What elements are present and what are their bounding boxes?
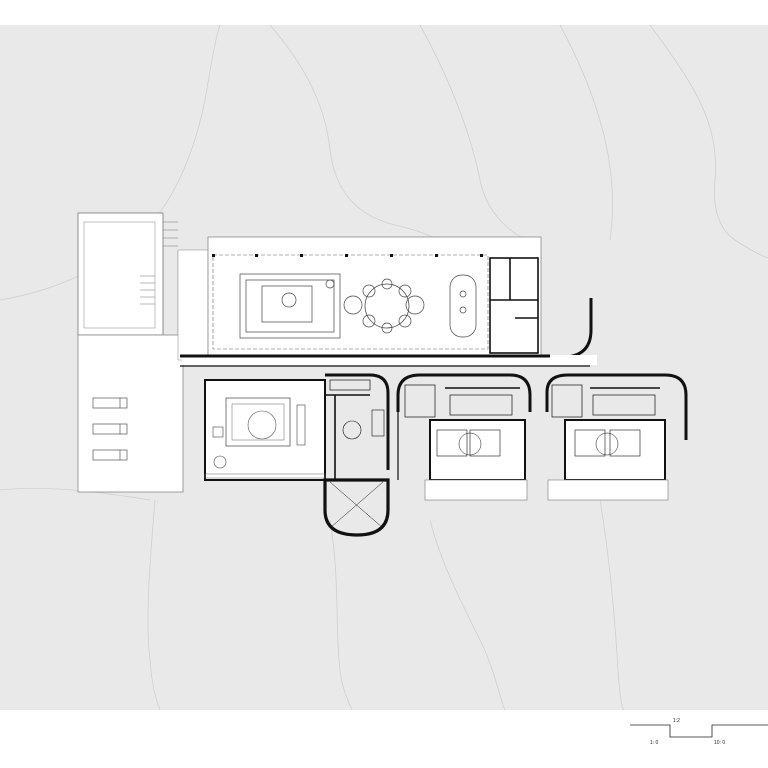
scale-label-right: 10: 0 <box>714 740 725 746</box>
master-bedroom <box>204 379 326 481</box>
master-bath <box>323 373 390 537</box>
service-block <box>489 257 539 354</box>
sun-loungers <box>92 397 128 461</box>
guest-bedroom-1 <box>396 373 532 501</box>
corridor <box>180 354 597 367</box>
scale-bar: 1:2 1: 0 10: 0 <box>630 718 768 746</box>
pool-steps <box>140 221 178 305</box>
living-sofa-area <box>239 273 341 339</box>
dining-table <box>343 278 425 334</box>
column-markers <box>212 254 483 257</box>
terrain-contours <box>0 24 768 711</box>
pool-terrace <box>77 212 209 493</box>
living-pavilion <box>207 236 593 359</box>
guest-bedroom-2 <box>545 373 688 501</box>
scale-label-top: 1:2 <box>673 718 680 724</box>
scale-label-left: 1: 0 <box>650 740 659 746</box>
kitchen-island <box>449 274 477 338</box>
